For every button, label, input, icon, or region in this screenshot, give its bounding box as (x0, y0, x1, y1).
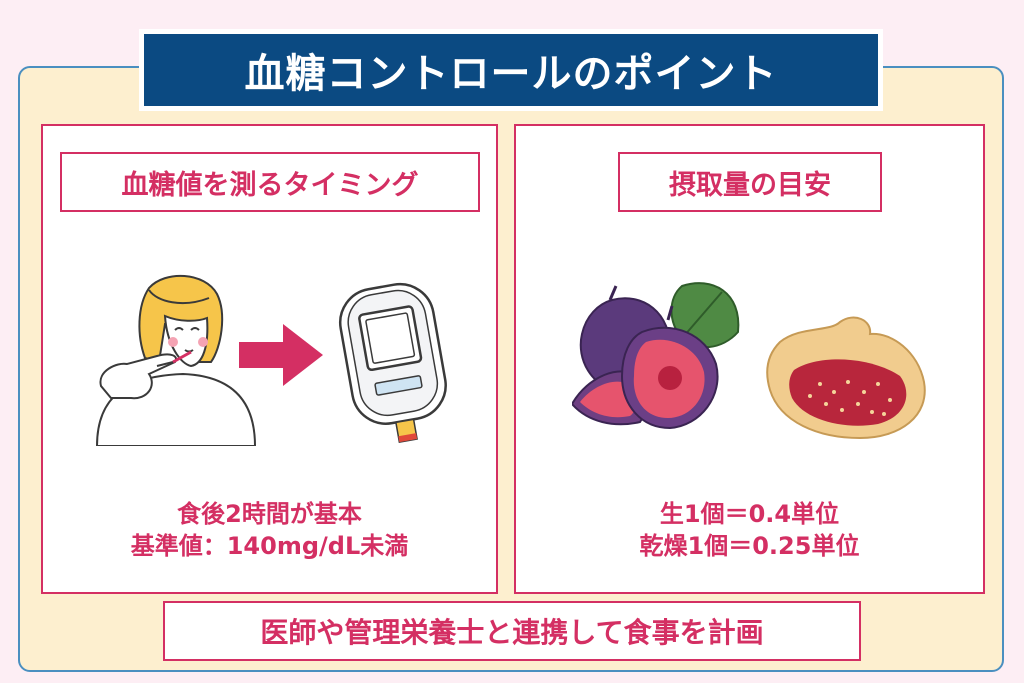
timing-card: 血糖値を測るタイミング 食後2時間が基本 基準値：140mg/dL未 (41, 124, 498, 594)
timing-text: 食後2時間が基本 基準値：140mg/dL未満 (43, 498, 496, 562)
timing-line-2: 基準値：140mg/dL未満 (130, 532, 409, 560)
woman-finger-prick-icon (95, 275, 257, 446)
page-title: 血糖コントロールのポイント (139, 29, 883, 111)
glucose-meter-icon (338, 282, 447, 444)
dried-fig-icon (766, 316, 926, 440)
portion-card: 摂取量の目安 生1個＝0.4単位 乾燥1個＝0.25単位 (514, 124, 985, 594)
portion-heading: 摂取量の目安 (618, 152, 882, 212)
portion-line-1: 生1個＝0.4単位 (659, 500, 840, 528)
timing-heading: 血糖値を測るタイミング (60, 152, 480, 212)
fresh-fig-icon (572, 282, 740, 430)
arrow-right-icon (239, 324, 323, 386)
footer-banner: 医師や管理栄養士と連携して食事を計画 (163, 601, 861, 661)
portion-text: 生1個＝0.4単位 乾燥1個＝0.25単位 (516, 498, 983, 562)
portion-line-2: 乾燥1個＝0.25単位 (639, 532, 860, 560)
timing-line-1: 食後2時間が基本 (177, 500, 362, 528)
